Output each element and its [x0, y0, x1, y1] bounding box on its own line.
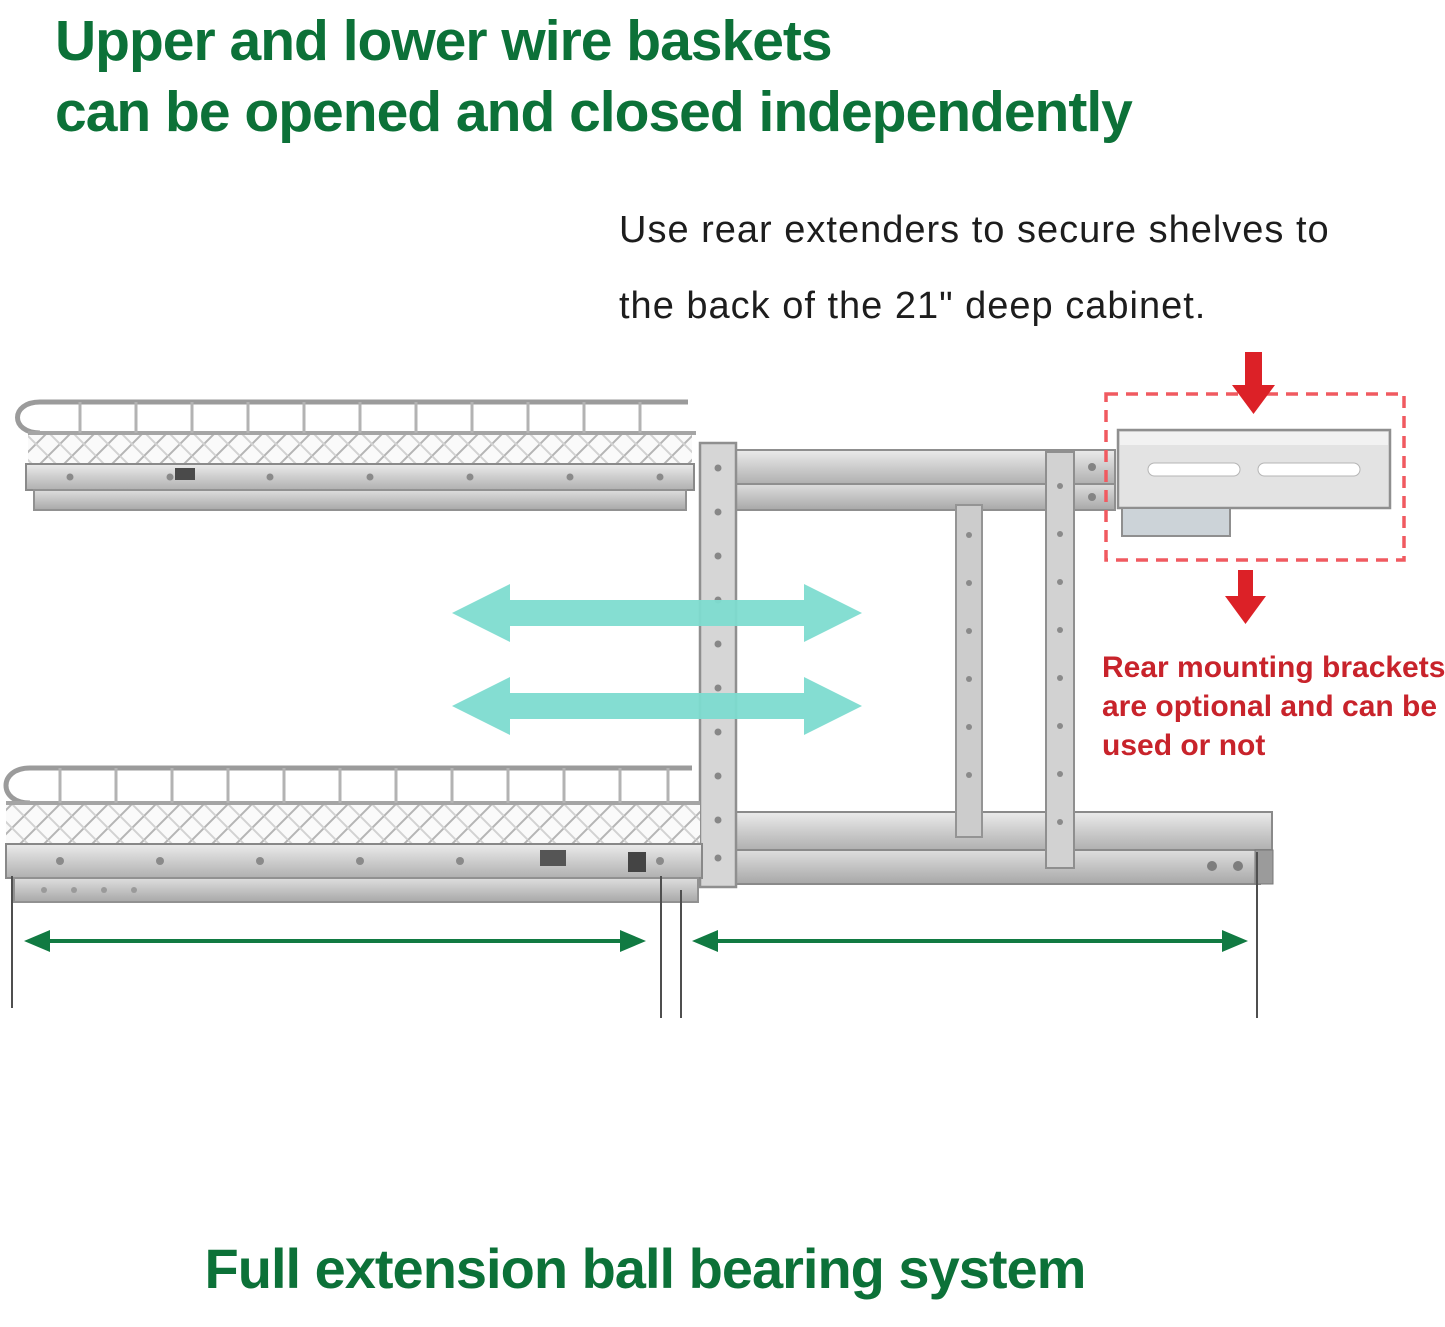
sub-caption-line-1: Use rear extenders to secure shelves to [619, 209, 1330, 251]
footer-caption: Full extension ball bearing system [204, 1237, 1087, 1300]
product-illustration [3, 352, 1406, 1018]
slide-arrow-lower [452, 677, 862, 735]
slide-direction-arrows [452, 584, 862, 735]
red-arrows [1225, 352, 1275, 624]
headline: Upper and lower wire baskets can be open… [55, 6, 1133, 147]
rear-bracket-note-line-1: Rear mounting brackets [1102, 651, 1445, 684]
upper-wire-basket [15, 399, 696, 511]
red-arrow-down-bottom [1225, 570, 1266, 624]
dimension-arrow-left [24, 930, 646, 952]
sub-caption: Use rear extenders to secure shelves to … [619, 192, 1330, 344]
headline-line-2: can be opened and closed independently [55, 79, 1133, 144]
rear-bracket-note: Rear mounting brackets are optional and … [1102, 648, 1445, 765]
rear-extender-bracket [1116, 428, 1392, 537]
headline-line-1: Upper and lower wire baskets [55, 9, 833, 73]
sub-caption-line-2: the back of the 21" deep cabinet. [619, 285, 1207, 327]
frame-posts [698, 441, 1075, 889]
dimension-indicators [11, 852, 1258, 1018]
rear-bracket-note-line-2: are optional and can be [1102, 690, 1438, 723]
lower-wire-basket [3, 765, 703, 903]
dimension-arrow-right [692, 930, 1248, 952]
red-arrow-down-top [1232, 352, 1275, 414]
rear-bracket-note-line-3: used or not [1102, 729, 1266, 762]
slide-arrow-upper [452, 584, 862, 642]
